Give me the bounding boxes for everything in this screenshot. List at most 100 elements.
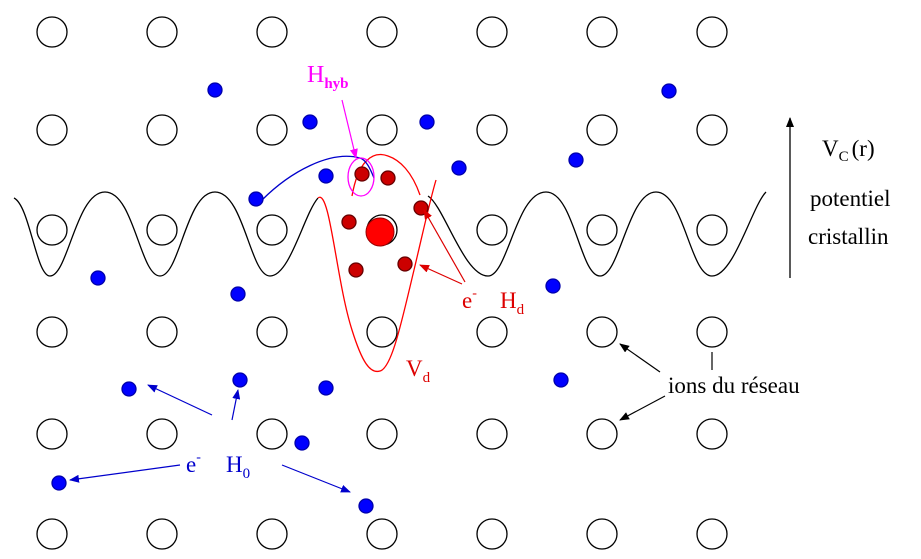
vc-arg: (r)	[852, 136, 875, 161]
lattice-ion	[586, 518, 618, 550]
lattice-ion	[696, 518, 728, 550]
e-blue-label: e-	[186, 450, 201, 477]
conduction-electron	[232, 372, 248, 388]
lattice-ion	[36, 418, 68, 450]
lattice-ion	[256, 316, 288, 348]
lattice-ion	[366, 16, 398, 48]
conduction-electrons	[51, 82, 677, 514]
vd-sub: d	[423, 370, 431, 386]
lattice-ion	[146, 114, 178, 146]
d-electrons	[341, 166, 429, 278]
vd-label: Vd	[406, 356, 431, 386]
lattice-ion	[366, 418, 398, 450]
impurity-potential-curve	[317, 179, 437, 373]
lattice-ion	[146, 214, 178, 246]
lattice-ion	[146, 518, 178, 550]
conduction-electron	[294, 435, 310, 451]
lattice-ion	[256, 214, 288, 246]
conduction-electron	[90, 270, 106, 286]
h0-label: H0	[226, 452, 250, 482]
lattice-ion	[146, 418, 178, 450]
hd-sub: d	[517, 302, 525, 318]
vc-label: VC(r)	[822, 136, 875, 165]
d-electron	[348, 262, 364, 278]
conduction-electron	[207, 82, 223, 98]
lattice-ion	[36, 16, 68, 48]
lattice-ion	[476, 316, 508, 348]
lattice-ion	[696, 316, 728, 348]
e-blue-main: e	[186, 452, 196, 477]
e-red-main: e	[462, 288, 472, 313]
d-electron	[397, 256, 413, 272]
lattice-ion-arrow	[619, 395, 666, 421]
h0-sub: 0	[243, 466, 251, 482]
lattice-ion	[476, 214, 508, 246]
h0-main: H	[226, 452, 243, 477]
lattice-ion	[256, 16, 288, 48]
d-electron-arrow	[419, 264, 463, 285]
h-hyb-main: H	[307, 62, 324, 88]
conduction-electron	[568, 152, 584, 168]
lattice-ion	[586, 418, 618, 450]
lattice-ion	[476, 114, 508, 146]
vc-main: V	[822, 136, 839, 161]
h0-arrow	[69, 464, 181, 483]
vd-main: V	[406, 356, 423, 381]
h-hyb-label: Hhyb	[307, 62, 349, 92]
d-electron	[341, 214, 357, 230]
cristallin-label: cristallin	[808, 224, 889, 249]
h-hyb-sub: hyb	[324, 76, 348, 92]
h0-arrow	[147, 384, 213, 416]
conduction-electron	[358, 498, 374, 514]
conduction-electron	[302, 114, 318, 130]
lattice-ion	[586, 114, 618, 146]
conduction-electron	[51, 475, 67, 491]
lattice-ions-label: ions du réseau	[668, 373, 800, 398]
lattice-ion	[256, 114, 288, 146]
conduction-electron	[419, 114, 435, 130]
e-blue-sup: -	[196, 450, 201, 465]
lattice-ion	[366, 518, 398, 550]
lattice-ion	[256, 418, 288, 450]
e-red-sup: -	[472, 286, 477, 301]
lattice-ion	[586, 16, 618, 48]
h0-arrow	[231, 389, 241, 421]
conduction-electron	[318, 168, 334, 184]
lattice-ion	[146, 316, 178, 348]
lattice-ion	[146, 16, 178, 48]
lattice-ion	[366, 316, 398, 348]
hybridization-ellipse	[347, 157, 375, 197]
lattice-ion	[696, 214, 728, 246]
conduction-electron	[545, 278, 561, 294]
potentiel-label: potentiel	[810, 186, 890, 211]
conduction-electron	[553, 372, 569, 388]
d-electron	[354, 166, 370, 182]
lattice-ion	[696, 114, 728, 146]
lattice-ion	[586, 214, 618, 246]
lattice-ion	[36, 518, 68, 550]
conduction-electron	[451, 160, 467, 176]
lattice-ion	[366, 114, 398, 146]
impurity-ion	[365, 217, 395, 247]
lattice-ion	[36, 316, 68, 348]
conduction-electron	[121, 381, 137, 397]
lattice-ions	[36, 16, 728, 550]
conduction-electron	[230, 286, 246, 302]
lattice-ion	[586, 316, 618, 348]
d-electron	[380, 170, 396, 186]
hybridization-pointer	[341, 99, 358, 159]
conduction-electron	[248, 191, 264, 207]
conduction-electron	[661, 83, 677, 99]
vc-sub: C	[839, 149, 849, 165]
lattice-ion	[696, 16, 728, 48]
lattice-ion	[36, 114, 68, 146]
lattice-ion	[476, 16, 508, 48]
d-electron-arrow	[423, 209, 466, 283]
lattice-ion-arrow	[619, 343, 661, 373]
lattice-ion	[256, 518, 288, 550]
lattice-ion	[36, 214, 68, 246]
e-red-label: e-	[462, 286, 477, 313]
lattice-ion	[476, 518, 508, 550]
